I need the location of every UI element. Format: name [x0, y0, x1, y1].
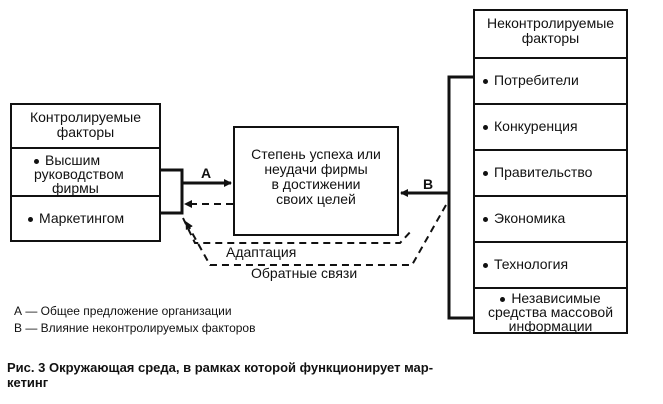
government-text: Правительство — [483, 165, 592, 180]
economy-text: Экономика — [483, 211, 565, 226]
center-line3: в достижении — [271, 176, 361, 192]
media-line2: средства массовой — [487, 304, 614, 320]
bullet-icon — [28, 216, 33, 222]
bullet-icon — [483, 78, 488, 84]
economy-label: Экономика — [494, 210, 566, 226]
uncontrollable-title-line2: факторы — [521, 30, 580, 46]
left-bracket — [161, 168, 184, 215]
uncontrollable-title-line1: Неконтролируемые — [486, 15, 615, 31]
controllable-item-top-management: Высшим руководством фирмы — [12, 147, 159, 195]
controllable-title-line1: Контролируемые — [29, 109, 142, 125]
consumers-label: Потребители — [494, 72, 579, 88]
bullet-icon — [483, 262, 488, 268]
uncontrollable-item: Правительство — [475, 149, 626, 195]
competition-label: Конкуренция — [494, 118, 578, 134]
controllable-item-marketing: Маркетингом — [12, 195, 159, 240]
arrow-b-label: В — [423, 176, 434, 192]
figure-caption: Рис. 3 Окружающая среда, в рамках которо… — [7, 360, 433, 390]
center-line2: неудачи фирмы — [264, 161, 368, 177]
government-label: Правительство — [494, 164, 593, 180]
success-degree-text: Степень успеха или неудачи фирмы в дости… — [235, 147, 397, 207]
legend-a: А — Общее предложение организации — [14, 304, 232, 318]
marketing-text: Маркетингом — [28, 211, 124, 226]
uncontrollable-title: Неконтролируемые факторы — [475, 16, 626, 46]
adaptation-label: Адаптация — [226, 244, 297, 260]
bullet-icon — [483, 170, 488, 176]
caption-line1: Рис. 3 Окружающая среда, в рамках которо… — [7, 360, 434, 375]
feedback-line — [185, 204, 447, 266]
uncontrollable-factors-box: Неконтролируемые факторы Потребители Кон… — [473, 9, 628, 334]
bullet-icon — [500, 296, 506, 302]
technology-text: Технология — [483, 257, 568, 272]
top-management-text: Высшим руководством фирмы — [34, 153, 124, 195]
top-management-line1: Высшим — [45, 152, 101, 168]
bullet-icon — [34, 158, 39, 164]
arrow-a-label: А — [201, 165, 212, 181]
uncontrollable-item: Конкуренция — [475, 103, 626, 149]
consumers-text: Потребители — [483, 73, 579, 88]
bullet-icon — [483, 216, 488, 222]
uncontrollable-item: Технология — [475, 241, 626, 287]
adaptation-line — [182, 217, 413, 244]
center-line4: своих целей — [276, 191, 356, 207]
top-management-line3: фирмы — [52, 180, 99, 196]
feedback-label: Обратные связи — [251, 265, 358, 281]
controllable-factors-box: Контролируемые факторы Высшим руководств… — [10, 103, 161, 242]
media-line1: Независимые — [511, 290, 601, 306]
controllable-title-line2: факторы — [56, 124, 115, 140]
uncontrollable-item: Экономика — [475, 195, 626, 241]
right-bracket — [447, 75, 473, 320]
uncontrollable-item: Независимые средства массовой информации — [475, 287, 626, 333]
media-text: Независимые средства массовой информации — [475, 291, 626, 333]
media-line3: информации — [508, 318, 593, 334]
competition-text: Конкуренция — [483, 119, 578, 134]
technology-label: Технология — [494, 256, 569, 272]
legend-b: В — Влияние неконтролируемых факторов — [14, 321, 256, 335]
bullet-icon — [483, 124, 488, 130]
caption-line2: кетинг — [7, 375, 49, 390]
controllable-title: Контролируемые факторы — [12, 110, 159, 140]
center-line1: Степень успеха или — [251, 146, 381, 162]
uncontrollable-item: Потребители — [475, 57, 626, 103]
marketing-label: Маркетингом — [39, 210, 125, 226]
top-management-line2: руководством — [34, 166, 124, 182]
success-degree-box: Степень успеха или неудачи фирмы в дости… — [233, 126, 399, 236]
